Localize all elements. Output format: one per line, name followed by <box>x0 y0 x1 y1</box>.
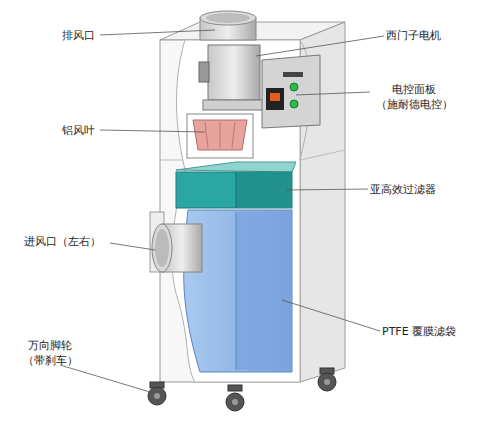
part-label: PTFE 覆膜滤袋 <box>382 324 478 339</box>
part-label: 铝风叶 <box>62 123 122 138</box>
part-label: 排风口 <box>62 28 122 43</box>
part-label: 万向脚轮 （带刹车） <box>8 338 92 368</box>
part-label: 进风口（左右） <box>24 234 114 249</box>
part-label: 亚高效过滤器 <box>370 182 470 197</box>
part-label: 电控面板 （施耐德电控） <box>372 82 456 112</box>
part-label: 西门子电机 <box>386 28 476 43</box>
